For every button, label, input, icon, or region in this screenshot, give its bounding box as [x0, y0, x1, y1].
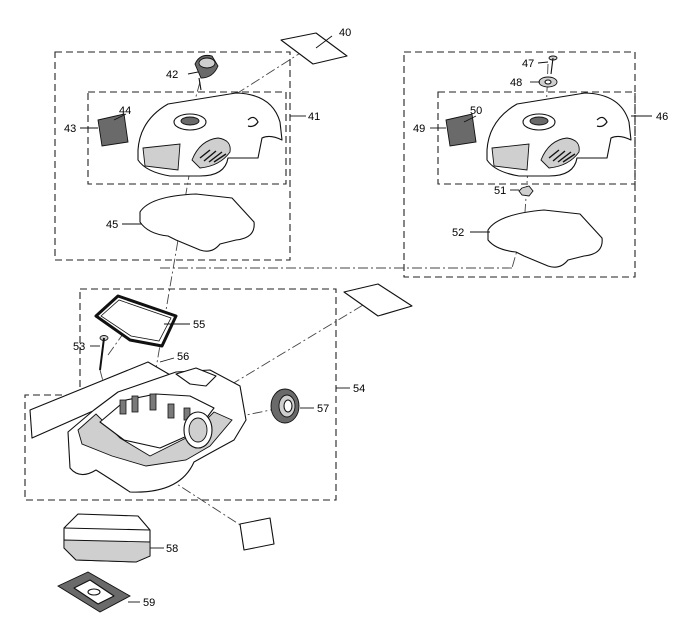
part-47-screw	[548, 55, 558, 75]
part-45-foam-filter	[139, 193, 255, 252]
callout-labels: 40 42 44 43 41 45 47 48 50 49 46 51 52 5…	[64, 27, 668, 609]
part-44-pad	[97, 113, 129, 147]
part-57-grommet	[270, 388, 300, 424]
callout-51: 51	[494, 185, 506, 197]
callout-50: 50	[470, 105, 482, 117]
part-59-filter-gasket	[57, 571, 131, 613]
part-55-gasket-frame	[94, 294, 178, 348]
callout-46: 46	[656, 111, 668, 123]
callout-56: 56	[177, 351, 189, 363]
callout-40: 40	[339, 27, 351, 39]
part-54-housing	[67, 367, 247, 493]
callout-54: 54	[353, 383, 365, 395]
callout-52: 52	[452, 227, 464, 239]
subgroup-box-cover-right	[437, 91, 636, 185]
part-53-bolt	[99, 335, 109, 371]
part-50-pad	[445, 113, 477, 147]
part-40-gasket	[280, 32, 348, 65]
callout-42: 42	[166, 69, 178, 81]
callout-53: 53	[73, 341, 85, 353]
leader-lines	[80, 35, 652, 603]
subgroup-box-cover-left	[87, 91, 287, 185]
part-housing-plate	[343, 283, 413, 317]
callout-43: 43	[64, 123, 76, 135]
part-small-plate	[239, 517, 275, 551]
callout-49: 49	[413, 123, 425, 135]
part-42-knob-screw	[194, 54, 219, 91]
callout-41: 41	[308, 111, 320, 123]
callout-47: 47	[522, 58, 534, 70]
part-41-cover	[137, 92, 283, 177]
callout-48: 48	[510, 77, 522, 89]
part-46-cover	[486, 92, 632, 177]
part-48-washer	[538, 76, 558, 88]
part-58-air-filter	[63, 513, 151, 563]
part-51-nut	[518, 185, 534, 197]
callout-58: 58	[166, 543, 178, 555]
part-52-foam-filter	[487, 209, 603, 268]
callout-44: 44	[119, 105, 131, 117]
callout-59: 59	[143, 597, 155, 609]
callout-55: 55	[193, 319, 205, 331]
callout-57: 57	[317, 403, 329, 415]
callout-45: 45	[106, 219, 118, 231]
group-box-cover-left	[54, 51, 291, 261]
